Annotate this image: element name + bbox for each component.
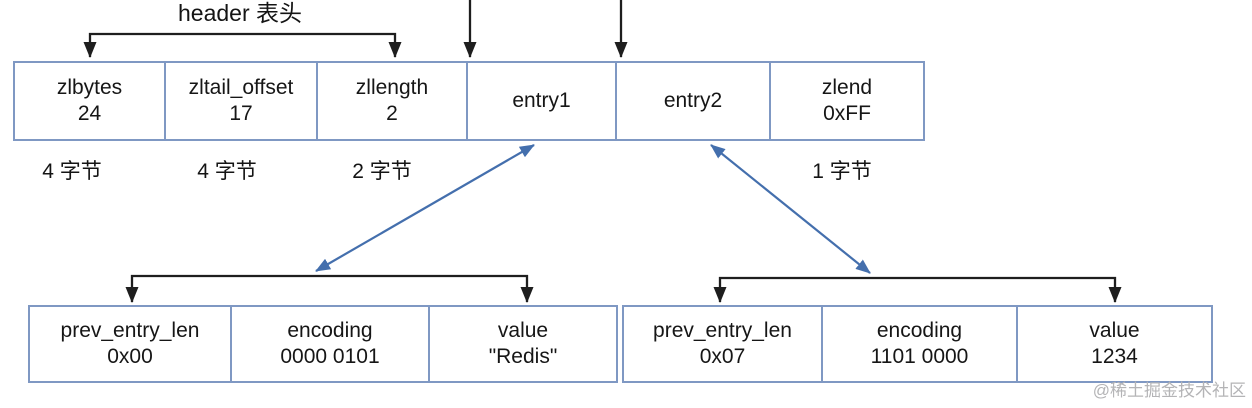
header-label: header 表头 <box>177 0 302 26</box>
cell-entry1: entry1 <box>468 63 617 139</box>
entry1-fields-bracket <box>125 274 534 303</box>
field-name: value <box>1089 319 1140 342</box>
field-value: 1101 0000 <box>870 345 969 368</box>
entry2-detail-table: prev_entry_len 0x07 encoding 1101 0000 v… <box>622 305 1213 383</box>
entry2-fields-bracket <box>713 276 1122 303</box>
cell-entry1-encoding: encoding 0000 0101 <box>232 307 430 381</box>
cell-entry2: entry2 <box>617 63 771 139</box>
field-name: prev_entry_len <box>653 319 792 342</box>
zllength-size-label: 2 字节 <box>352 160 412 183</box>
field-name: entry2 <box>663 89 723 112</box>
header-span-bracket <box>83 32 402 58</box>
entry1-detail-table: prev_entry_len 0x00 encoding 0000 0101 v… <box>28 305 618 383</box>
field-name: encoding <box>876 319 963 342</box>
field-value: 0x00 <box>107 345 153 368</box>
field-value: 0x07 <box>699 345 746 368</box>
cell-zlbytes: zlbytes 24 <box>15 63 166 139</box>
cell-zlend: zlend 0xFF <box>771 63 923 139</box>
zltail-size-label: 4 字节 <box>197 160 257 183</box>
cell-zllength: zllength 2 <box>318 63 468 139</box>
field-value: 2 <box>386 102 398 125</box>
cell-entry2-value: value 1234 <box>1018 307 1211 381</box>
cell-entry1-prev-entry-len: prev_entry_len 0x00 <box>30 307 232 381</box>
zlbytes-size-label: 4 字节 <box>42 160 102 183</box>
zlend-size-label: 1 字节 <box>812 160 872 183</box>
field-value: 1234 <box>1091 345 1138 368</box>
field-name: value <box>497 319 549 342</box>
cell-zltail-offset: zltail_offset 17 <box>166 63 318 139</box>
field-value: 24 <box>77 102 102 125</box>
field-name: prev_entry_len <box>60 319 200 342</box>
field-name: zllength <box>355 76 429 99</box>
cell-entry2-encoding: encoding 1101 0000 <box>823 307 1018 381</box>
field-value: 17 <box>229 102 253 125</box>
ziplist-table: zlbytes 24 zltail_offset 17 zllength 2 e… <box>13 61 925 141</box>
field-name: zlend <box>821 76 873 99</box>
field-name: encoding <box>287 319 373 342</box>
field-name: zltail_offset <box>188 76 294 99</box>
field-name: entry1 <box>512 89 571 112</box>
field-value: 0xFF <box>823 102 871 125</box>
field-value: 0000 0101 <box>280 345 380 368</box>
field-name: zlbytes <box>56 76 123 99</box>
cell-entry2-prev-entry-len: prev_entry_len 0x07 <box>624 307 823 381</box>
field-value: "Redis" <box>488 345 558 368</box>
watermark: @稀土掘金技术社区 <box>1092 381 1246 400</box>
cell-entry1-value: value "Redis" <box>430 307 616 381</box>
